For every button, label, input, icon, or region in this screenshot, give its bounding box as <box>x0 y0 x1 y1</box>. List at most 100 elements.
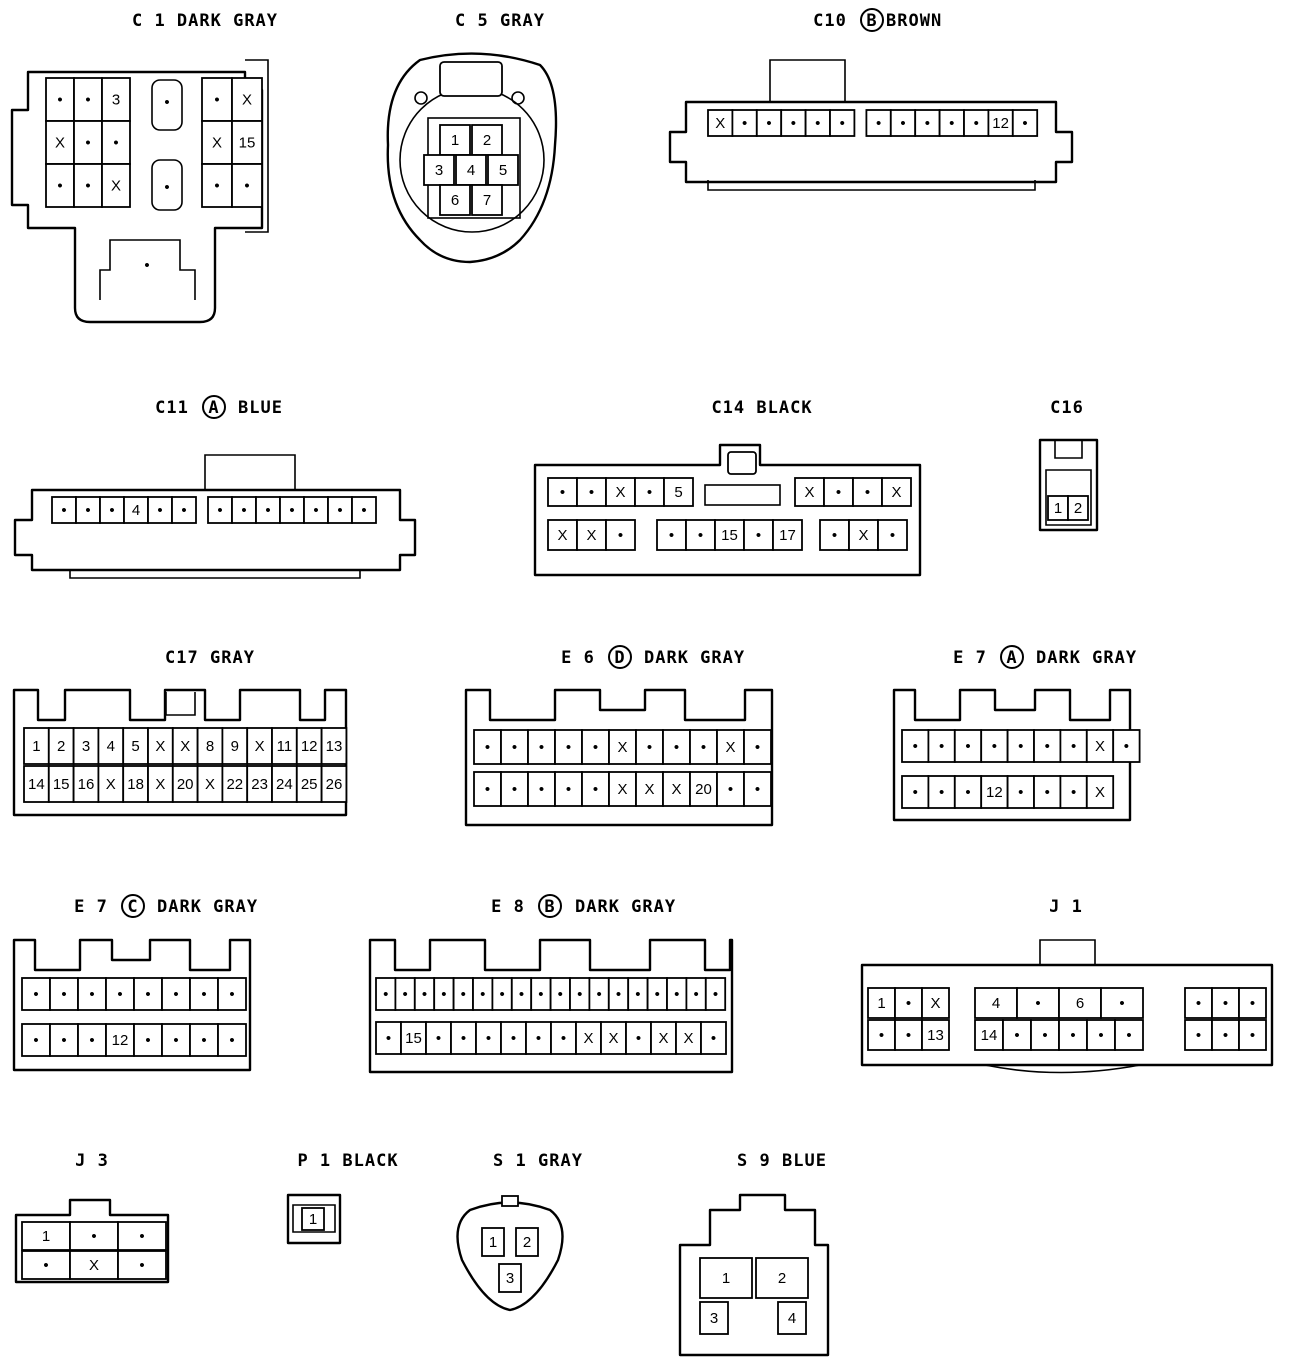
j1-pin-right_bottom-1: • <box>1184 1019 1213 1051</box>
e7a-pin-bottom-6: • <box>1033 775 1062 809</box>
c11-pin-c11-13: • <box>351 496 377 524</box>
svg-text:C: C <box>127 897 138 917</box>
title-c10: C10 B BROWN <box>813 8 942 32</box>
s9-pin-2: 2 <box>755 1257 809 1299</box>
svg-text:1: 1 <box>32 738 40 755</box>
j1-pin-mid_top-4: • <box>1100 987 1144 1019</box>
svg-text:E 7: E 7 <box>953 648 987 668</box>
svg-text:•: • <box>1126 1027 1131 1044</box>
svg-text:•: • <box>313 502 318 519</box>
c14-pin-bottom_right-1: • <box>819 519 850 551</box>
e6-pin-bottom-11: • <box>743 771 772 807</box>
svg-text:X: X <box>644 781 654 798</box>
svg-text:•: • <box>815 115 820 132</box>
svg-text:•: • <box>214 178 219 195</box>
svg-text:X: X <box>725 739 735 756</box>
e7a-pins: •••••••X••••12•••X <box>901 729 1141 809</box>
svg-text:1: 1 <box>722 1270 730 1287</box>
svg-text:X: X <box>715 115 725 132</box>
svg-text:•: • <box>992 738 997 755</box>
svg-text:•: • <box>906 1027 911 1044</box>
svg-text:•: • <box>386 1030 391 1047</box>
title-j3: J 3 <box>75 1151 109 1171</box>
e8-pin-top-18: • <box>704 977 727 1011</box>
svg-text:X: X <box>617 739 627 756</box>
svg-text:•: • <box>1018 784 1023 801</box>
connector-j1: 1•X••134•6•14••••••••••• <box>860 939 1274 1074</box>
svg-text:•: • <box>669 527 674 544</box>
e8-pin-top-2: • <box>394 977 416 1011</box>
title-c17: C17 GRAY <box>165 648 255 668</box>
svg-text:•: • <box>755 739 760 756</box>
e6-pin-top-2: • <box>500 729 529 765</box>
c17-pin-bottom-6: X <box>147 765 174 803</box>
svg-text:•: • <box>91 1228 96 1245</box>
svg-text:4: 4 <box>992 995 1000 1012</box>
svg-text:E 6: E 6 <box>561 648 595 668</box>
c1-right-pin-3: X <box>201 120 233 165</box>
e7a-pin-bottom-2: • <box>927 775 956 809</box>
c17-pin-bottom-4: X <box>97 765 125 803</box>
connector-e7c: •••••••••••12•••• <box>12 938 252 1072</box>
e8-pin-bottom-11: • <box>625 1021 652 1055</box>
e8-pin-bottom-8: • <box>550 1021 577 1055</box>
e7c-pin-top-4: • <box>105 977 135 1011</box>
svg-text:X: X <box>180 738 190 755</box>
e7c-pins: •••••••••••12•••• <box>21 977 247 1057</box>
svg-text:•: • <box>289 502 294 519</box>
c10-pin-c10-4: • <box>780 109 807 137</box>
c17-pin-top-10: X <box>246 727 273 765</box>
e6-pin-bottom-6: X <box>608 771 637 807</box>
c1-right-pin-2: X <box>231 77 263 122</box>
c14-pin-bottom_mid-2: • <box>685 519 716 551</box>
j1-pin-mid_bottom-6: • <box>1114 1019 1144 1051</box>
e6-pin-bottom-9: 20 <box>689 771 718 807</box>
c17-pin-bottom-9: 22 <box>221 765 249 803</box>
svg-text:DARK GRAY: DARK GRAY <box>1036 648 1137 668</box>
svg-text:12: 12 <box>301 738 318 755</box>
e7a-pin-bottom-4: 12 <box>980 775 1009 809</box>
c1-mid-top-pin: • <box>164 94 169 111</box>
svg-text:•: • <box>61 1032 66 1049</box>
c14-pin-top_left-4: • <box>634 477 665 507</box>
e6-pin-top-3: • <box>527 729 556 765</box>
svg-text:•: • <box>1223 995 1228 1012</box>
svg-text:•: • <box>655 986 660 1003</box>
svg-text:26: 26 <box>326 776 343 793</box>
svg-text:•: • <box>766 115 771 132</box>
svg-text:BROWN: BROWN <box>886 11 942 31</box>
e6-pin-top-10: X <box>716 729 745 765</box>
e7c-pin-bottom-3: • <box>77 1023 107 1057</box>
e8-pin-bottom-12: X <box>650 1021 677 1055</box>
svg-text:•: • <box>577 986 582 1003</box>
e7a-pin-bottom-1: • <box>901 775 930 809</box>
svg-text:X: X <box>671 781 681 798</box>
c5-pin-1: 1 <box>439 124 471 156</box>
svg-text:•: • <box>647 484 652 501</box>
svg-text:•: • <box>173 1032 178 1049</box>
c1-right-pin-6: • <box>231 163 263 208</box>
svg-text:•: • <box>865 484 870 501</box>
e7c-pin-bottom-8: • <box>217 1023 247 1057</box>
c11-pin-c11-4: 4 <box>123 496 149 524</box>
c17-pin-top-8: 8 <box>196 727 224 765</box>
c14-pin-bottom_left-1: X <box>547 519 578 551</box>
e8-pin-bottom-3: • <box>425 1021 452 1055</box>
svg-text:5: 5 <box>674 484 682 501</box>
s9-pin-1: 1 <box>699 1257 753 1299</box>
c11-pin-c11-6: • <box>171 496 197 524</box>
c14-pin-bottom_left-3: • <box>605 519 636 551</box>
e6-pin-bottom-1: • <box>473 771 502 807</box>
e8-pin-top-5: • <box>452 977 474 1011</box>
c14-pin-top_right-4: X <box>881 477 912 507</box>
svg-text:13: 13 <box>326 738 343 755</box>
c1-right-pin-4: 15 <box>231 120 263 165</box>
c10-pin-c10-13: • <box>1011 109 1039 137</box>
connector-p1: 1 <box>286 1193 342 1245</box>
c14-pin-bottom_right-3: • <box>877 519 908 551</box>
